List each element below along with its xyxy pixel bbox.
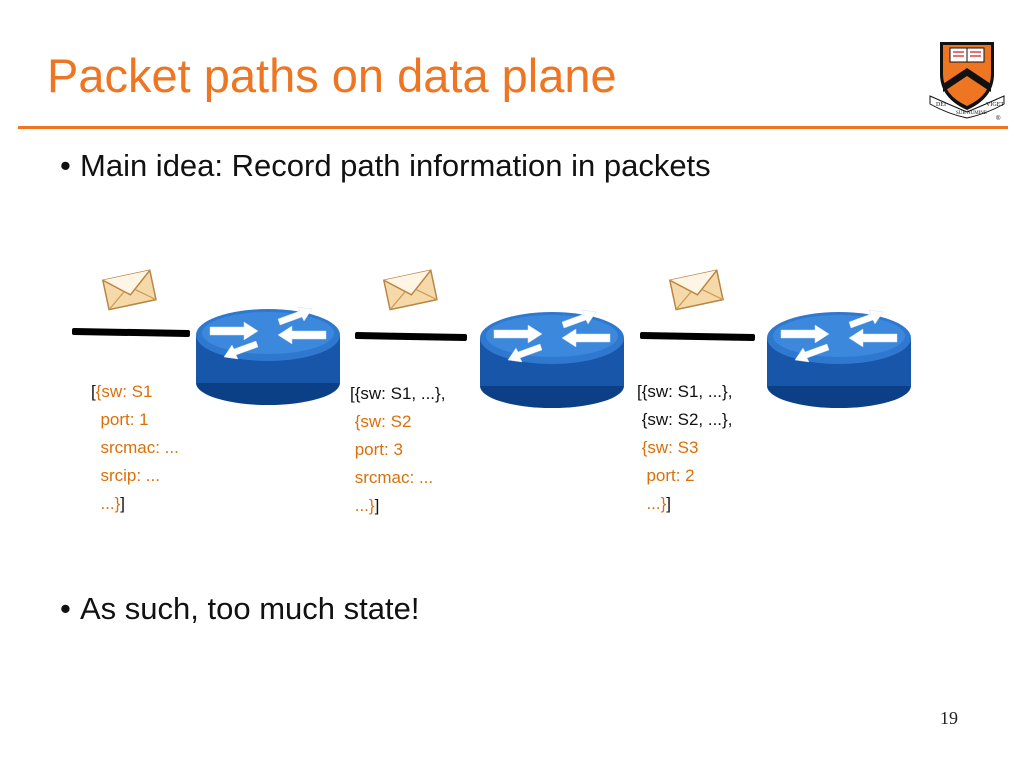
prior-hop-field: [{sw: S1, ...}, [350,384,446,403]
path-record-hop-1: [{sw: S1 port: 1 srcmac: ... srcip: ... … [91,378,179,518]
path-record-hop-3: [{sw: S1, ...}, {sw: S2, ...}, {sw: S3 p… [637,378,732,518]
prior-hop-field: ] [374,496,380,515]
new-hop-field: port: 2 [637,466,695,485]
path-record-line: [{sw: S1, ...}, [637,378,732,406]
new-hop-field: {sw: S2 [350,412,412,431]
envelope-icon [101,269,157,311]
envelope-icon [382,269,438,311]
page-number: 19 [940,708,958,728]
new-hop-field: port: 3 [350,440,403,459]
new-hop-field: {sw: S1 [95,382,153,401]
new-hop-field: srcmac: ... [91,438,179,457]
path-record-hop-2: [{sw: S1, ...}, {sw: S2 port: 3 srcmac: … [350,380,445,520]
new-hop-field: port: 1 [91,410,149,429]
new-hop-field: srcmac: ... [350,468,434,487]
logo-registered-mark: ® [996,115,1001,120]
path-record-line: srcip: ... [91,462,179,490]
prior-hop-field: ] [666,494,672,513]
envelope-icon [668,269,724,311]
prior-hop-field: [ [91,382,96,401]
new-hop-field: ...} [91,494,121,513]
path-record-line: {sw: S2, ...}, [637,406,733,434]
path-record-line: [{sw: S1 [91,378,179,406]
path-record-line: {sw: S2 [350,408,445,436]
path-record-line: port: 2 [637,462,732,490]
logo-motto-center: SUB NUMINE [956,111,987,116]
bullet-too-much-state: • As such, too much state! [60,593,419,624]
link-s2-s3 [639,331,756,342]
slide-title: Packet paths on data plane [47,49,617,102]
path-record-line: ...}] [91,490,179,518]
router-icon [480,309,624,408]
prior-hop-field: ] [120,494,126,513]
bullet-text: As such, too much state! [80,591,420,626]
bullet-main-idea: • Main idea: Record path information in p… [60,150,711,181]
bullet-dot: • [60,591,71,626]
new-hop-field: ...} [637,494,667,513]
router-icon [196,306,340,405]
path-record-line: ...}] [637,490,732,518]
path-record-line: srcmac: ... [350,464,445,492]
path-record-line: {sw: S3 [637,434,732,462]
path-record-line: [{sw: S1, ...}, [350,380,445,408]
link-s1-s2 [354,332,468,341]
path-record-line: port: 3 [350,436,445,464]
path-record-line: port: 1 [91,406,179,434]
path-record-line: ...}] [350,492,445,520]
title-divider [18,126,1008,129]
logo-motto-right: VIGET [986,102,1004,108]
prior-hop-field: {sw: S2, ...}, [637,410,733,429]
link-in [71,327,191,338]
new-hop-field: {sw: S3 [637,438,699,457]
bullet-text: Main idea: Record path information in pa… [80,148,711,183]
path-record-line: srcmac: ... [91,434,179,462]
bullet-dot: • [60,148,71,183]
prior-hop-field: [{sw: S1, ...}, [637,382,733,401]
new-hop-field: ...} [350,496,375,515]
router-icon [767,309,911,408]
packet-path-diagram [0,255,1024,408]
princeton-shield-logo: DEI SUB NUMINE VIGET ® [929,42,1005,120]
new-hop-field: srcip: ... [91,466,160,485]
logo-motto-left: DEI [936,102,946,108]
